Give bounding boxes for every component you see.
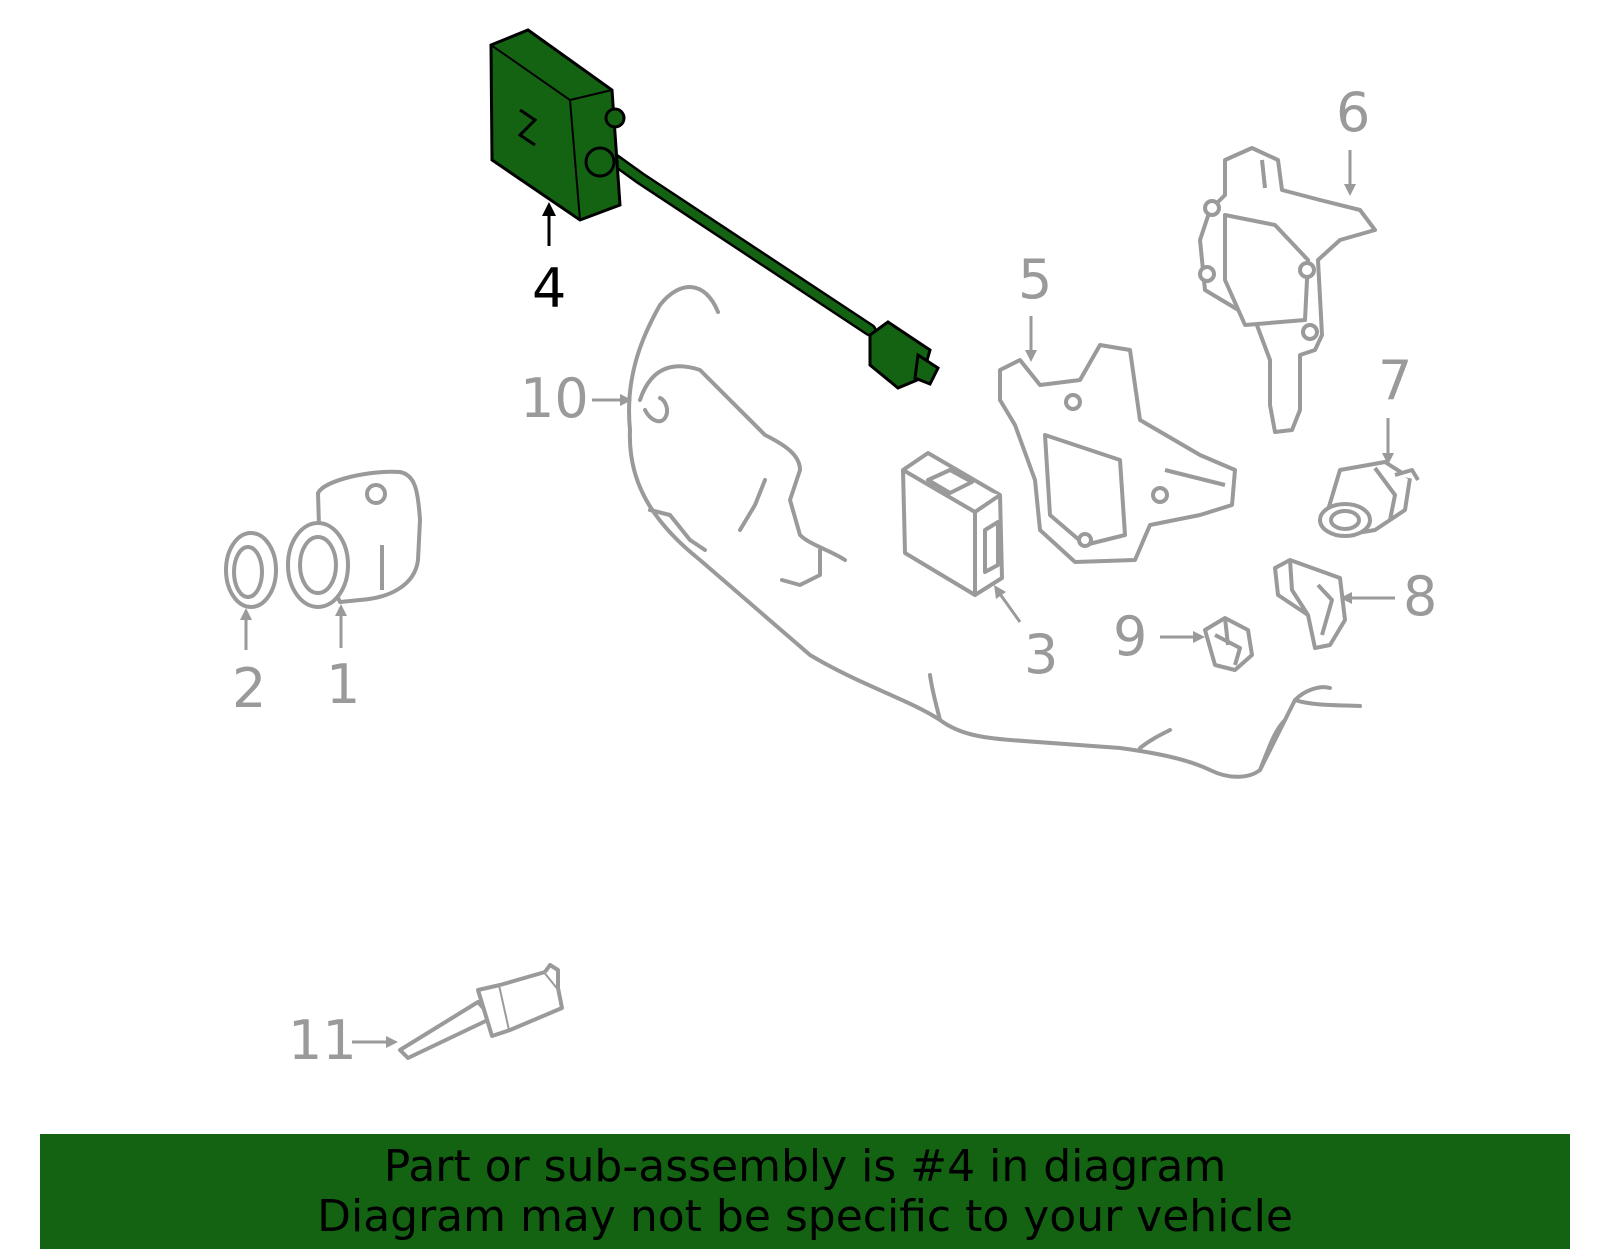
callout-arrow-5 <box>1025 316 1037 362</box>
callout-label-6: 6 <box>1336 81 1371 144</box>
callout-arrow-7 <box>1382 418 1394 465</box>
part-3-control-module[interactable] <box>901 451 1004 597</box>
callout-arrow-4 <box>542 202 556 246</box>
part-7-park-sensor[interactable] <box>1318 460 1420 538</box>
part-5-bracket[interactable] <box>998 343 1237 564</box>
info-banner: Part or sub-assembly is #4 in diagram Di… <box>40 1134 1570 1249</box>
banner-line-part: Part or sub-assembly is #4 in diagram <box>383 1140 1227 1192</box>
callout-label-3: 3 <box>1024 623 1059 686</box>
callout-arrow-8 <box>1340 592 1395 604</box>
callout-label-2: 2 <box>232 657 267 720</box>
banner-line-disclaimer: Diagram may not be specific to your vehi… <box>317 1190 1293 1242</box>
callout-arrow-1 <box>335 604 347 648</box>
callout-label-8: 8 <box>1403 565 1438 628</box>
callout-label-7: 7 <box>1378 349 1413 412</box>
callout-label-9: 9 <box>1113 605 1148 668</box>
part-6-mounting-bracket[interactable] <box>1198 146 1377 434</box>
callout-label-11: 11 <box>288 1009 357 1072</box>
callout-label-1: 1 <box>326 653 361 716</box>
part-11-temp-sensor[interactable] <box>398 963 564 1060</box>
callout-arrow-9 <box>1160 631 1205 643</box>
callout-label-5: 5 <box>1018 248 1053 311</box>
part-10-wiring-harness[interactable] <box>627 285 1362 779</box>
callout-label-10: 10 <box>520 367 589 430</box>
callout-arrow-6 <box>1344 150 1356 196</box>
part-2-ring-seal[interactable] <box>224 531 278 609</box>
callout-arrow-2 <box>240 608 252 650</box>
callout-label-4: 4 <box>532 257 567 320</box>
part-4-sensor-module[interactable] <box>489 28 940 390</box>
callout-arrow-3 <box>994 585 1022 623</box>
part-9-small-clip[interactable] <box>1203 616 1254 672</box>
callout-arrow-10 <box>592 394 632 406</box>
callout-arrow-11 <box>352 1036 398 1048</box>
part-1-sensor-housing[interactable] <box>286 469 422 609</box>
part-8-retainer-clip[interactable] <box>1273 558 1347 650</box>
